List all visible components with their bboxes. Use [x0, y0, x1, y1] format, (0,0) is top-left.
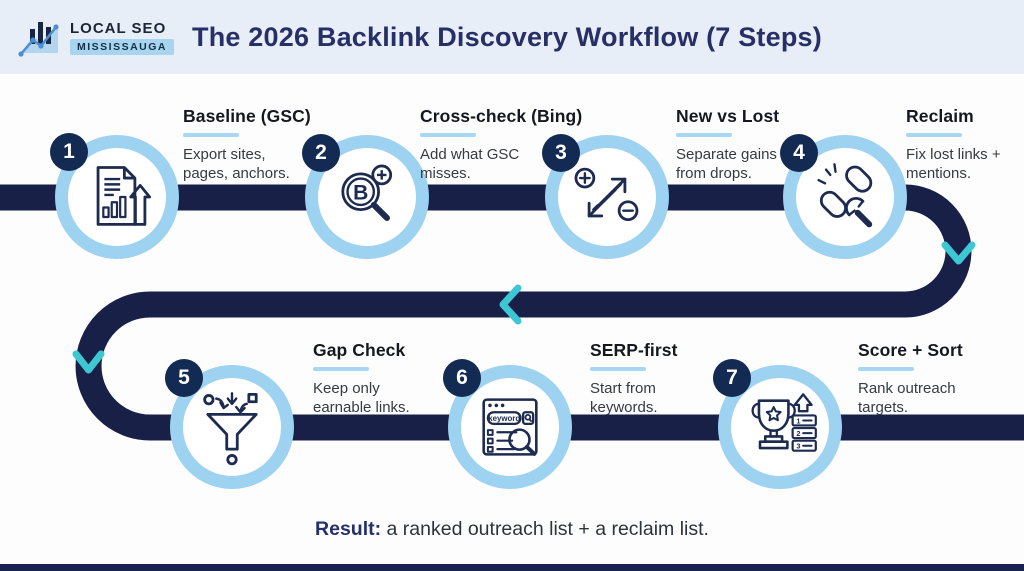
step-6-underline	[590, 367, 646, 371]
step-4-title: Reclaim	[906, 106, 974, 126]
keyword-label: keyword	[488, 414, 520, 423]
step-7-underline	[858, 367, 914, 371]
step-1-desc: Export sites, pages, anchors.	[183, 145, 290, 182]
step-6-title: SERP-first	[590, 340, 678, 360]
step-4-underline	[906, 133, 962, 137]
step-7-text: Score + Sort Rank outreach targets.	[858, 340, 976, 417]
logo-name: LOCAL SEO	[70, 19, 167, 37]
step-2-circle: B	[305, 135, 429, 259]
gain-loss-arrows-icon	[567, 157, 647, 237]
step-2-underline	[420, 133, 476, 137]
step-6-desc: Start from keywords.	[590, 379, 658, 416]
flow-chevron-down-left-icon	[72, 350, 105, 374]
step-5-desc: Keep only earnable links.	[313, 379, 410, 416]
step-1-text: Baseline (GSC) Export sites, pages, anch…	[183, 106, 311, 183]
serp-browser-search-icon: keyword	[470, 387, 550, 467]
logo: LOCAL SEO MISSISSAUGA	[16, 10, 186, 64]
result-label: Result:	[315, 518, 382, 540]
step-3-number: 3	[555, 141, 567, 164]
step-5-text: Gap Check Keep only earnable links.	[313, 340, 431, 417]
bing-magnifier-plus-icon: B	[327, 157, 407, 237]
step-3-title: New vs Lost	[676, 106, 780, 126]
bottom-accent-strip	[0, 564, 1024, 571]
step-3-desc: Separate gains from drops.	[676, 145, 777, 182]
step-3-text: New vs Lost Separate gains from drops.	[676, 106, 794, 183]
result-line: Result: a ranked outreach list + a recla…	[0, 518, 1024, 541]
step-2-title: Cross-check (Bing)	[420, 106, 583, 126]
rank-3-label: 3	[796, 442, 800, 451]
step-7-number-badge: 7	[713, 359, 751, 397]
page-title: The 2026 Backlink Discovery Workflow (7 …	[192, 22, 822, 52]
step-6-number: 6	[456, 366, 468, 389]
step-3-number-badge: 3	[542, 134, 580, 172]
step-1-number: 1	[63, 140, 75, 163]
step-1-title: Baseline (GSC)	[183, 106, 311, 126]
broken-chain-wrench-icon	[805, 157, 885, 237]
step-1-number-badge: 1	[50, 133, 88, 171]
step-2-text: Cross-check (Bing) Add what GSC misses.	[420, 106, 582, 183]
flow-chevron-left-icon	[499, 284, 522, 325]
step-2-desc: Add what GSC misses.	[420, 145, 520, 182]
step-5-underline	[313, 367, 369, 371]
step-4-number: 4	[793, 141, 805, 164]
step-1-underline	[183, 133, 239, 137]
report-document-up-arrow-icon	[77, 157, 157, 237]
step-5-title: Gap Check	[313, 340, 406, 360]
logo-city: MISSISSAUGA	[70, 38, 175, 55]
bing-letter: B	[353, 182, 368, 205]
step-5-number: 5	[178, 366, 190, 389]
step-7-number: 7	[726, 366, 738, 389]
step-7-desc: Rank outreach targets.	[858, 379, 956, 416]
step-7-title: Score + Sort	[858, 340, 963, 360]
step-6-text: SERP-first Start from keywords.	[590, 340, 708, 417]
flow-chevron-down-right-icon	[941, 241, 976, 265]
result-text: a ranked outreach list + a reclaim list.	[381, 518, 709, 540]
step-3-underline	[676, 133, 732, 137]
rank-2-label: 2	[796, 429, 800, 438]
step-2-number: 2	[315, 141, 327, 164]
trophy-ranking-icon: 1 2 3	[740, 387, 820, 467]
step-4-text: Reclaim Fix lost links + mentions.	[906, 106, 1024, 183]
rank-1-label: 1	[796, 416, 800, 425]
step-5-number-badge: 5	[165, 359, 203, 397]
step-4-number-badge: 4	[780, 134, 818, 172]
step-2-number-badge: 2	[302, 134, 340, 172]
header-band: LOCAL SEO MISSISSAUGA The 2026 Backlink …	[0, 0, 1024, 74]
funnel-filter-icon	[192, 387, 272, 467]
step-6-number-badge: 6	[443, 359, 481, 397]
bar-line-chart-logo-icon	[18, 22, 59, 57]
step-4-desc: Fix lost links + mentions.	[906, 145, 1001, 182]
logo-text: LOCAL SEO MISSISSAUGA	[70, 19, 175, 55]
